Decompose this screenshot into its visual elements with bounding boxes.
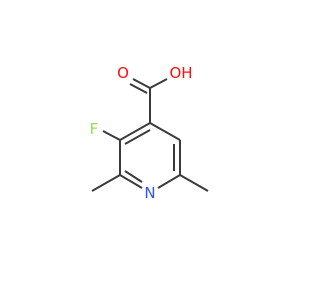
- bond-c6-n1: [157, 174, 181, 189]
- bond-c3-f: [102, 130, 121, 141]
- oxygen-hydroxyl-label: OH: [169, 64, 192, 82]
- bond-carboxyl-oh: [149, 78, 168, 89]
- bond-n1-c2: [119, 174, 143, 189]
- nitrogen-label: N: [144, 184, 155, 202]
- bond-carboxyl-o-double-a: [132, 78, 151, 89]
- oxygen-carbonyl-label: O: [117, 64, 129, 82]
- bond-c3-c4-inner: [124, 129, 151, 145]
- bond-c6-methyl: [179, 174, 209, 192]
- fluorine-label: F: [90, 120, 99, 138]
- bond-carboxyl-o-double-b: [129, 83, 148, 94]
- bond-c3-c4: [119, 122, 151, 141]
- bond-n1-c2-inner: [124, 170, 143, 183]
- molecule-structure: O OH F N: [90, 64, 209, 202]
- bond-c4-c5: [149, 122, 181, 141]
- bond-c2-methyl: [91, 174, 121, 192]
